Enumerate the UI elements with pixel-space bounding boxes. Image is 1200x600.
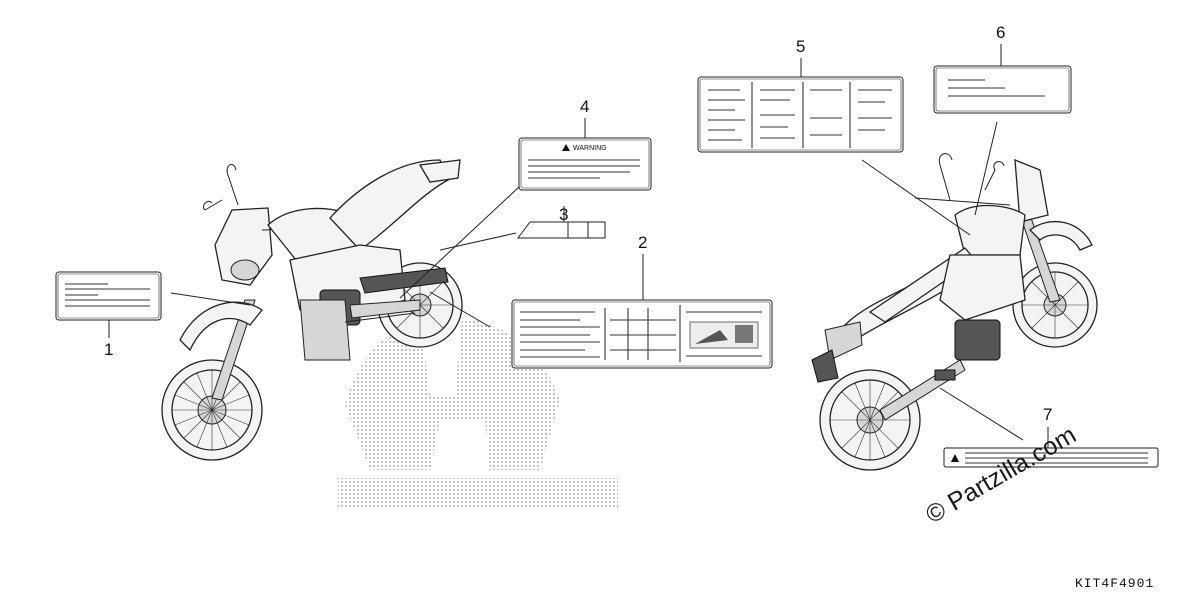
label-5-sticker (697, 76, 904, 153)
leader-line-1b (170, 292, 251, 306)
callout-1: 1 (104, 340, 113, 359)
leader-line-4b (399, 186, 520, 299)
warning-triangle-icon (562, 144, 570, 151)
leader-line-6b (974, 121, 998, 216)
warning-label-text: WARNING (573, 145, 607, 152)
label-6-sticker (933, 65, 1072, 114)
callout-2: 2 (638, 233, 647, 252)
leader-line-2b (429, 291, 491, 328)
label-7-sticker (943, 447, 1159, 468)
callout-5: 5 (796, 37, 805, 56)
label-1-sticker (55, 271, 162, 321)
diagram-code: KIT4F4901 (1075, 576, 1154, 591)
leader-line-5b (861, 159, 971, 236)
leader-line-7b (939, 387, 1024, 441)
label-4-warning-sticker: WARNING (518, 137, 652, 191)
callout-4: 4 (580, 97, 589, 116)
leader-line-3b (439, 232, 517, 251)
motorcycle-left-illustration (161, 159, 463, 461)
callout-7: 7 (1043, 405, 1052, 424)
partzilla-watermark: © Partzilla.com (921, 421, 1081, 529)
label-2-sticker (511, 299, 773, 369)
motorcycle-right-illustration (811, 153, 1098, 471)
honda-logo-watermark (338, 318, 618, 508)
label-3-sticker (517, 221, 606, 239)
warning-triangle-small-icon (951, 454, 959, 462)
callout-6: 6 (996, 23, 1005, 42)
